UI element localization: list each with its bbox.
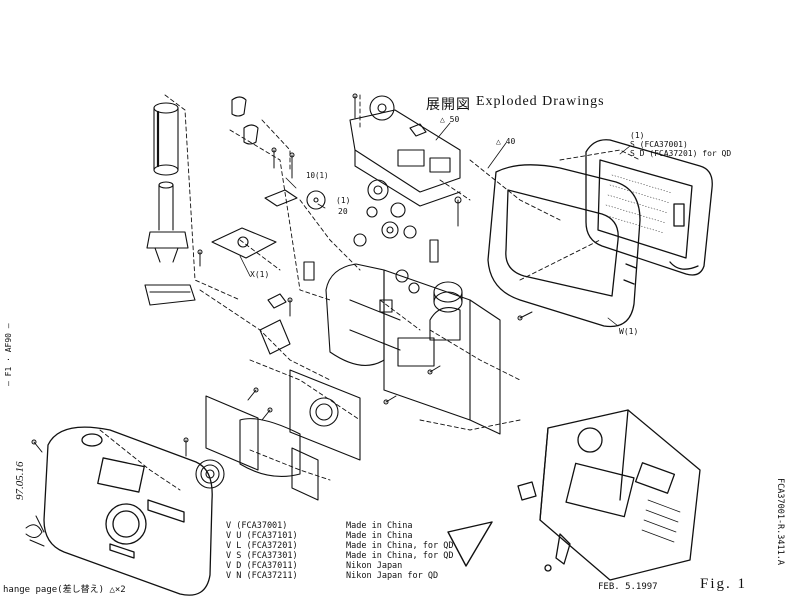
title-en: Exploded Drawings xyxy=(476,94,605,109)
back-cover-callout-1: (1) xyxy=(630,131,645,140)
callout-10: 10(1) xyxy=(306,171,329,180)
figure-label: Fig. 1 xyxy=(700,576,748,592)
sheet-code-left: — F1 · AF90 — xyxy=(4,323,13,386)
screws xyxy=(31,93,533,457)
legend-row: V S (FCA37301)Made in China, for QD xyxy=(226,551,454,561)
rubber-caps xyxy=(231,96,259,145)
back-cover-callout-sd: S D (FCA37201) for QD xyxy=(630,149,732,158)
sheet-date: FEB. 5.1997 xyxy=(598,582,658,592)
back-door-panel xyxy=(585,139,713,276)
callout-delta-40: △ 40 xyxy=(496,137,516,146)
callout-delta-50: △ 50 xyxy=(440,115,460,124)
callout-20: 20 xyxy=(338,207,348,216)
gear-train xyxy=(303,179,463,313)
lens-plate-assembly xyxy=(195,369,361,501)
front-cover-part xyxy=(43,426,213,596)
legend-row: V (FCA37001)Made in China xyxy=(226,521,413,531)
change-page-note: hange page(差し替え) △×2 xyxy=(3,585,126,595)
callout-x: X(1) xyxy=(250,270,270,279)
callout-1: (1) xyxy=(336,196,351,205)
legend-row: V N (FCA37211)Nikon Japan for QD xyxy=(226,571,439,581)
film-spool-part xyxy=(144,102,196,306)
handwritten-date: 97.05.16 xyxy=(14,461,26,501)
assembled-camera-view xyxy=(517,409,701,581)
bracket-parts xyxy=(211,189,298,355)
back-cover-part xyxy=(487,164,641,328)
title-jp: 展開図 xyxy=(426,98,471,113)
main-body-chassis xyxy=(325,263,501,435)
callout-w: W(1) xyxy=(619,327,639,336)
back-cover-callout-s: S (FCA37001) xyxy=(630,140,688,149)
legend-row: V U (FCA37101)Made in China xyxy=(226,531,413,541)
callout-leaders xyxy=(239,122,631,327)
sheet-code-right: FCA37001-R.3411.A xyxy=(775,478,785,565)
handwritten-marks xyxy=(25,515,45,547)
legend-row: V D (FCA37011)Nikon Japan xyxy=(226,561,403,571)
legend-row: V L (FCA37201)Made in China, for QD xyxy=(226,541,454,551)
triangle-flap-part xyxy=(447,521,493,567)
